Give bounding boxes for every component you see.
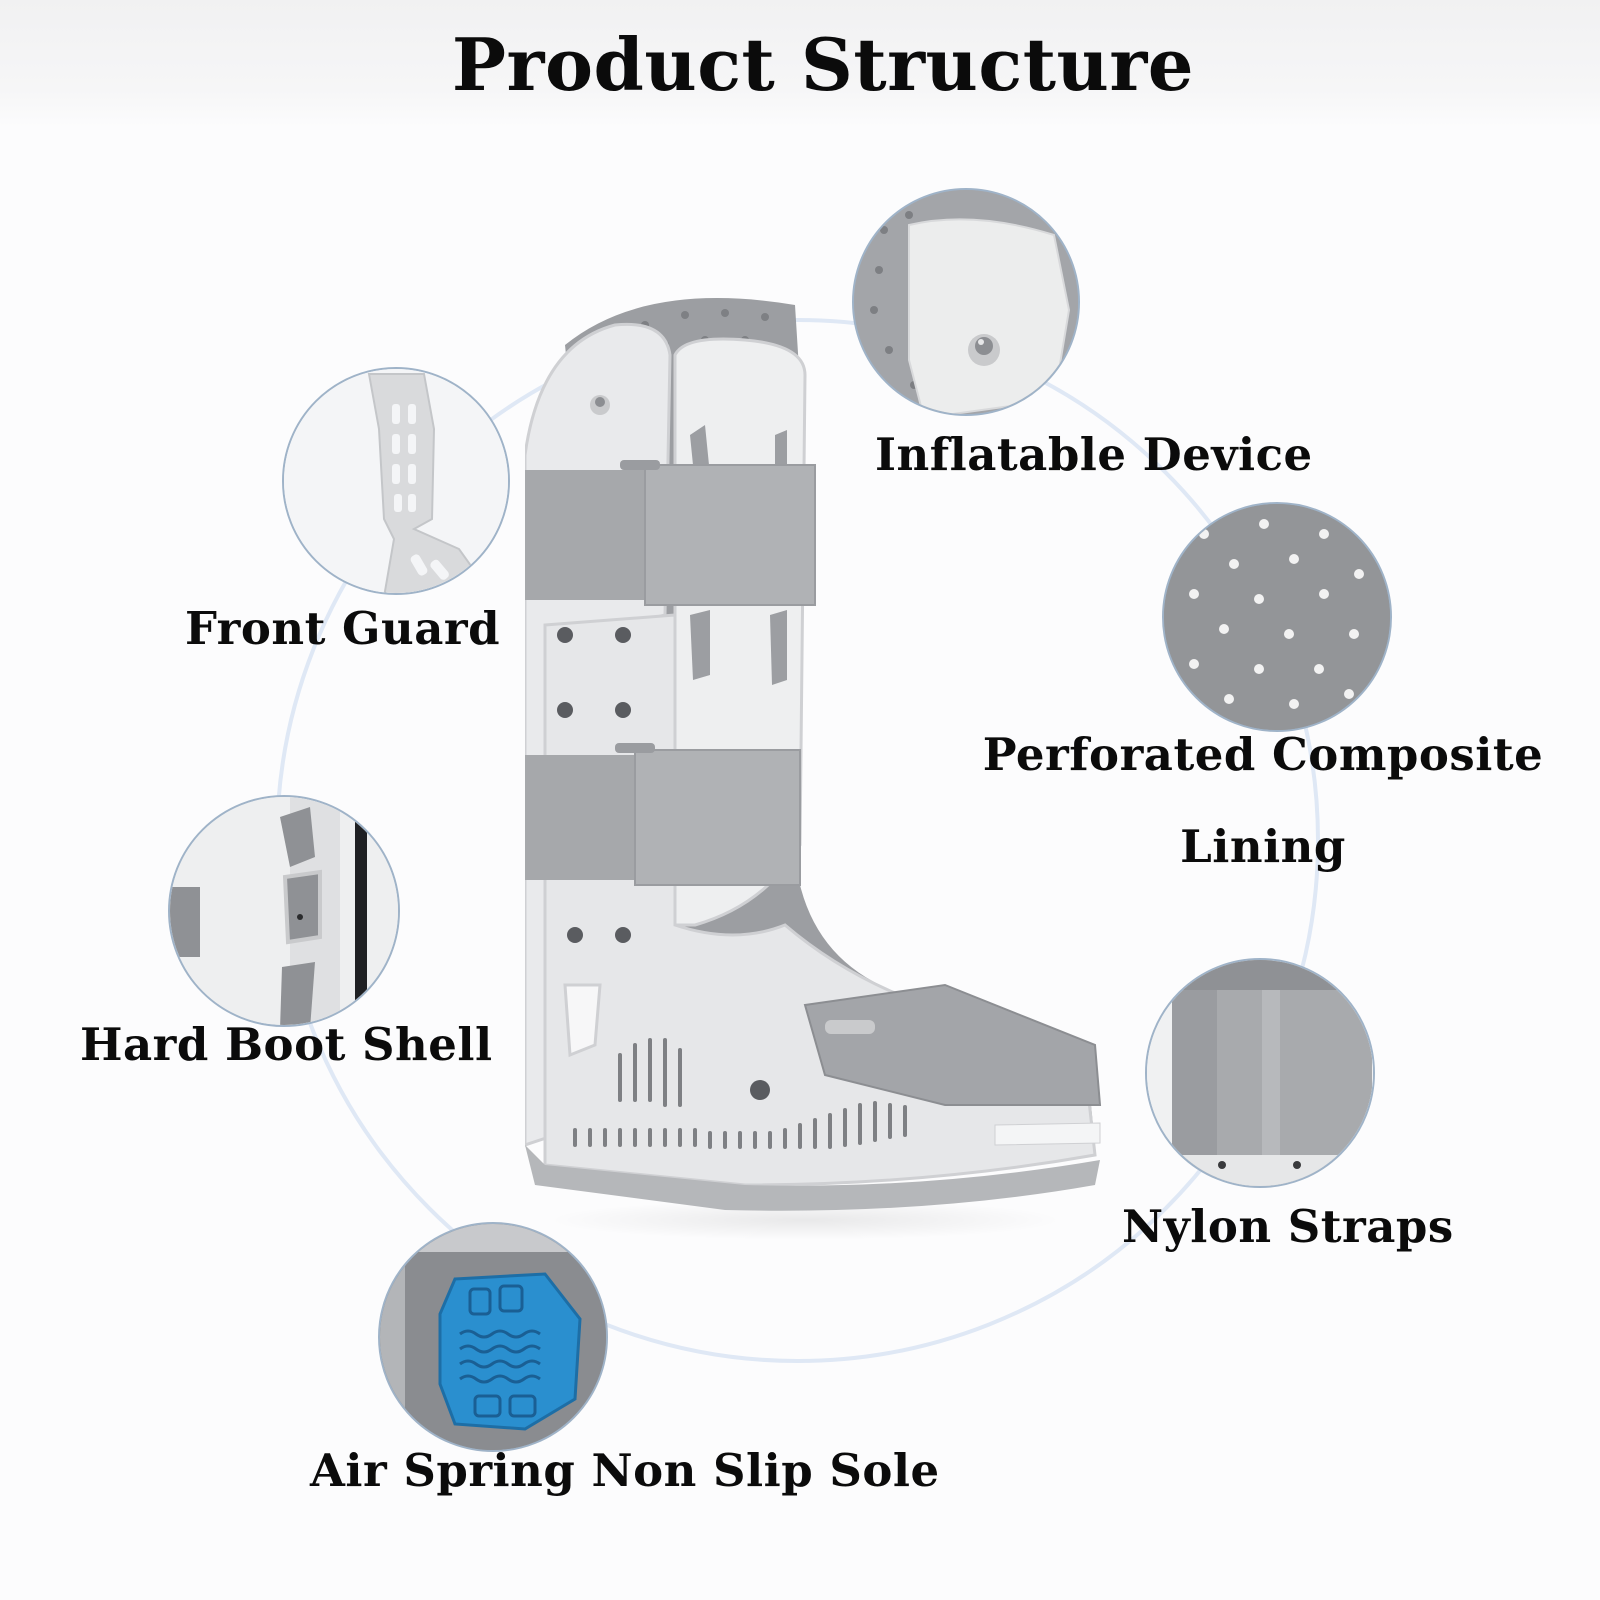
label-nylon-straps: Nylon Straps [1122, 1200, 1454, 1253]
sole-pad-icon [380, 1224, 606, 1450]
valve-icon [854, 190, 1078, 414]
strap-icon [1147, 960, 1373, 1186]
label-hard-boot-shell: Hard Boot Shell [80, 1018, 493, 1071]
walker-boot-illustration [525, 285, 1125, 1225]
front-guard-icon [284, 369, 508, 593]
hard-boot-shell-inset [168, 795, 400, 1027]
shell-detail-icon [170, 797, 398, 1025]
label-sole: Air Spring Non Slip Sole [310, 1444, 940, 1497]
label-perforated-line2: Lining [1180, 820, 1346, 873]
walker-boot-icon [525, 298, 1102, 1211]
inflatable-device-inset [852, 188, 1080, 416]
label-perforated-line1: Perforated Composite [982, 728, 1544, 781]
page-title: Product Structure [451, 22, 1195, 107]
front-guard-inset [282, 367, 510, 595]
sole-inset [378, 1222, 608, 1452]
label-front-guard: Front Guard [185, 602, 501, 655]
header-band [0, 0, 1600, 128]
nylon-straps-inset [1145, 958, 1375, 1188]
perforated-lining-inset [1162, 502, 1392, 732]
perforated-fabric-icon [1164, 504, 1390, 730]
label-inflatable-device: Inflatable Device [875, 428, 1313, 481]
